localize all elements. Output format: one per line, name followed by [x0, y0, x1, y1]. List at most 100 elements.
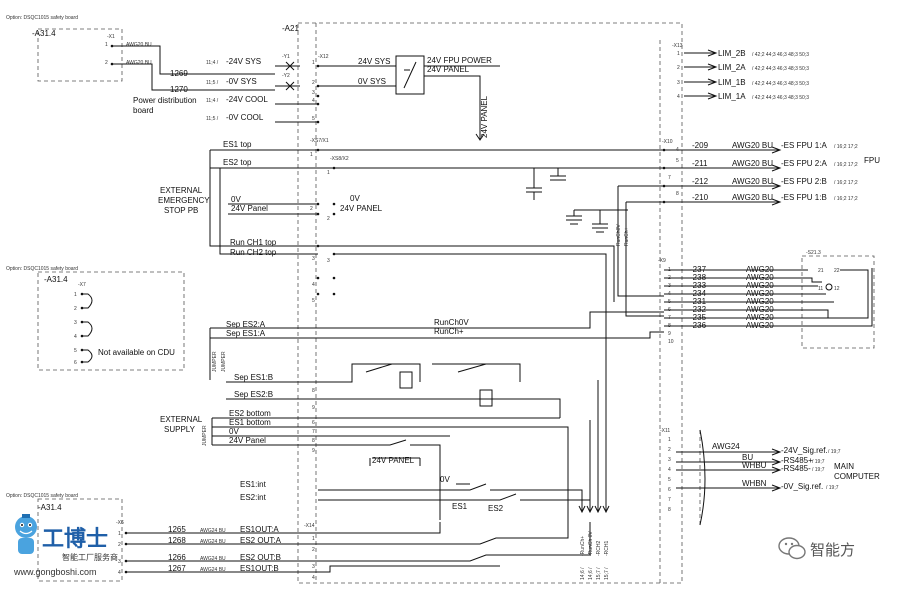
es1-bottom: ES1 bottom [229, 418, 271, 427]
supply-ext: EXTERNAL [160, 415, 203, 424]
svg-text:3: 3 [312, 564, 315, 570]
board-mid-ref: -A31.4 [44, 275, 68, 284]
x9-awg: AWG20 [746, 321, 774, 330]
svg-text:/ 19;7: / 19;7 [828, 449, 841, 455]
svg-text:5: 5 [668, 477, 671, 483]
wire-1270: 1270 [170, 85, 188, 94]
es2-int: ES2:int [240, 493, 267, 502]
x9-awg: AWG20 [746, 313, 774, 322]
lim-label: LIM_1B [718, 78, 746, 87]
computer-bu: BU [742, 453, 753, 462]
supply-0v: 0V [229, 427, 239, 436]
svg-text:2: 2 [668, 447, 671, 453]
board-mid-option: Option: DSQC1015 safety board [6, 266, 78, 272]
bottom-awg: AWG24 BU [200, 567, 226, 573]
svg-text:5: 5 [312, 116, 315, 122]
svg-text:1: 1 [668, 437, 671, 443]
computer-label: COMPUTER [834, 472, 880, 481]
fpu-wire: -211 [692, 159, 708, 168]
svg-text:4: 4 [312, 98, 315, 104]
svg-text:5: 5 [312, 298, 315, 304]
fpu-es-label: -ES FPU 1:A [781, 141, 827, 150]
sep-es2a: Sep ES2:A [226, 320, 266, 329]
runch-bottom-ref: 14;6 / [588, 567, 594, 580]
lim-ref: / 42;2 44;3 46;3 48;3 50;3 [752, 95, 809, 101]
brand-name: 智能方 [810, 541, 855, 559]
svg-text:6: 6 [74, 360, 77, 366]
lim-ref: / 42;2 44;3 46;3 48;3 50;3 [752, 81, 809, 87]
svg-text:1: 1 [74, 292, 77, 298]
svg-text:5: 5 [74, 348, 77, 354]
x12-label: -X12 [318, 54, 329, 60]
sep-es1a: Sep ES1:A [226, 329, 266, 338]
board-mid-conn: -X7 [78, 282, 86, 288]
x9-awg: AWG20 [746, 305, 774, 314]
panel-24v-label: 24V Panel [231, 204, 268, 213]
runch-bottom-ref: 15;7 / [604, 567, 610, 580]
watermark-sub: 智能工厂服务商 [62, 552, 118, 562]
svg-text:10: 10 [668, 339, 674, 345]
svg-text:4: 4 [118, 570, 121, 576]
watermark-url: www.gongboshi.com [13, 567, 97, 577]
es1-int: ES1:int [240, 480, 267, 489]
runch2-top: Run CH2 top [230, 248, 277, 257]
svg-text:4: 4 [677, 94, 680, 100]
computer-whbn: WHBN [742, 479, 767, 488]
sig24: -24V_Sig.ref. [781, 446, 828, 455]
fpu-ref: / 16;2 17;2 [834, 196, 858, 202]
xs8-label: -XS8/X2 [330, 156, 349, 162]
svg-text:4: 4 [668, 467, 671, 473]
svg-text:1: 1 [312, 60, 315, 66]
fpu-awg: AWG20 BU [732, 193, 773, 202]
wechat-icon [778, 537, 806, 560]
svg-text:2: 2 [327, 216, 330, 222]
svg-text:1: 1 [310, 152, 313, 158]
svg-text:7: 7 [668, 175, 671, 181]
runchp-v: RunCh+ [624, 227, 630, 246]
svg-text:1: 1 [312, 536, 315, 542]
supply-24v-panel-c: 24V PANEL [372, 456, 415, 465]
svg-text:1: 1 [105, 42, 108, 48]
rs485n: -RS485- [781, 464, 811, 473]
svg-text:21: 21 [818, 268, 824, 274]
svg-text:11;4 /: 11;4 / [206, 98, 219, 104]
x9-wire: -234 [690, 289, 707, 298]
jumper-v2: JUMPER [221, 351, 227, 372]
fpu-wire: -209 [692, 141, 709, 150]
svg-text:1: 1 [327, 170, 330, 176]
v0-label: 0V [231, 195, 241, 204]
bottom-label: ES2 OUT:B [240, 553, 281, 562]
safety-board-mid-outline [37, 271, 185, 371]
cool24-label: -24V COOL [226, 95, 268, 104]
sep-es1b: Sep ES1:B [234, 373, 273, 382]
panel24-label: 24V PANEL [427, 65, 470, 74]
svg-text:3: 3 [74, 320, 77, 326]
fpu-es-label: -ES FPU 1:B [781, 193, 827, 202]
svg-text:/ 19;7: / 19;7 [812, 467, 825, 473]
ext-label-1: EXTERNAL [160, 186, 203, 195]
fpu-es-label: -ES FPU 2:B [781, 177, 827, 186]
svg-text:3: 3 [327, 258, 330, 264]
not-available-note: Not available on CDU [98, 348, 175, 357]
lim-ref: / 42;2 44;3 46;3 48;3 50;3 [752, 52, 809, 58]
bottom-awg: AWG24 BU [200, 539, 226, 545]
bottom-wire: 1268 [168, 536, 186, 545]
runch-bottom: -RCH1 [604, 541, 610, 556]
x13-label: -X13 [672, 43, 683, 49]
x11-label: -X11 [660, 428, 670, 434]
svg-text:2: 2 [74, 306, 77, 312]
es1-contact: ES1 [452, 502, 468, 511]
svg-text:8: 8 [676, 191, 679, 197]
lim-label: LIM_2A [718, 63, 746, 72]
svg-text:7: 7 [668, 497, 671, 503]
y1-label: -Y1 [282, 54, 290, 60]
svg-text:/ 19;7: / 19;7 [826, 485, 839, 491]
a21-ref: -A21 [282, 24, 299, 33]
rs485p: -RS485+ [781, 456, 813, 465]
computer-awg: AWG24 [712, 442, 740, 451]
svg-text:9: 9 [312, 448, 315, 454]
v24sys: 24V SYS [358, 57, 390, 66]
x9-awg: AWG20 [746, 273, 774, 282]
y2-label: -Y2 [282, 73, 290, 79]
ext-label-2: EMERGENCY [158, 196, 210, 205]
